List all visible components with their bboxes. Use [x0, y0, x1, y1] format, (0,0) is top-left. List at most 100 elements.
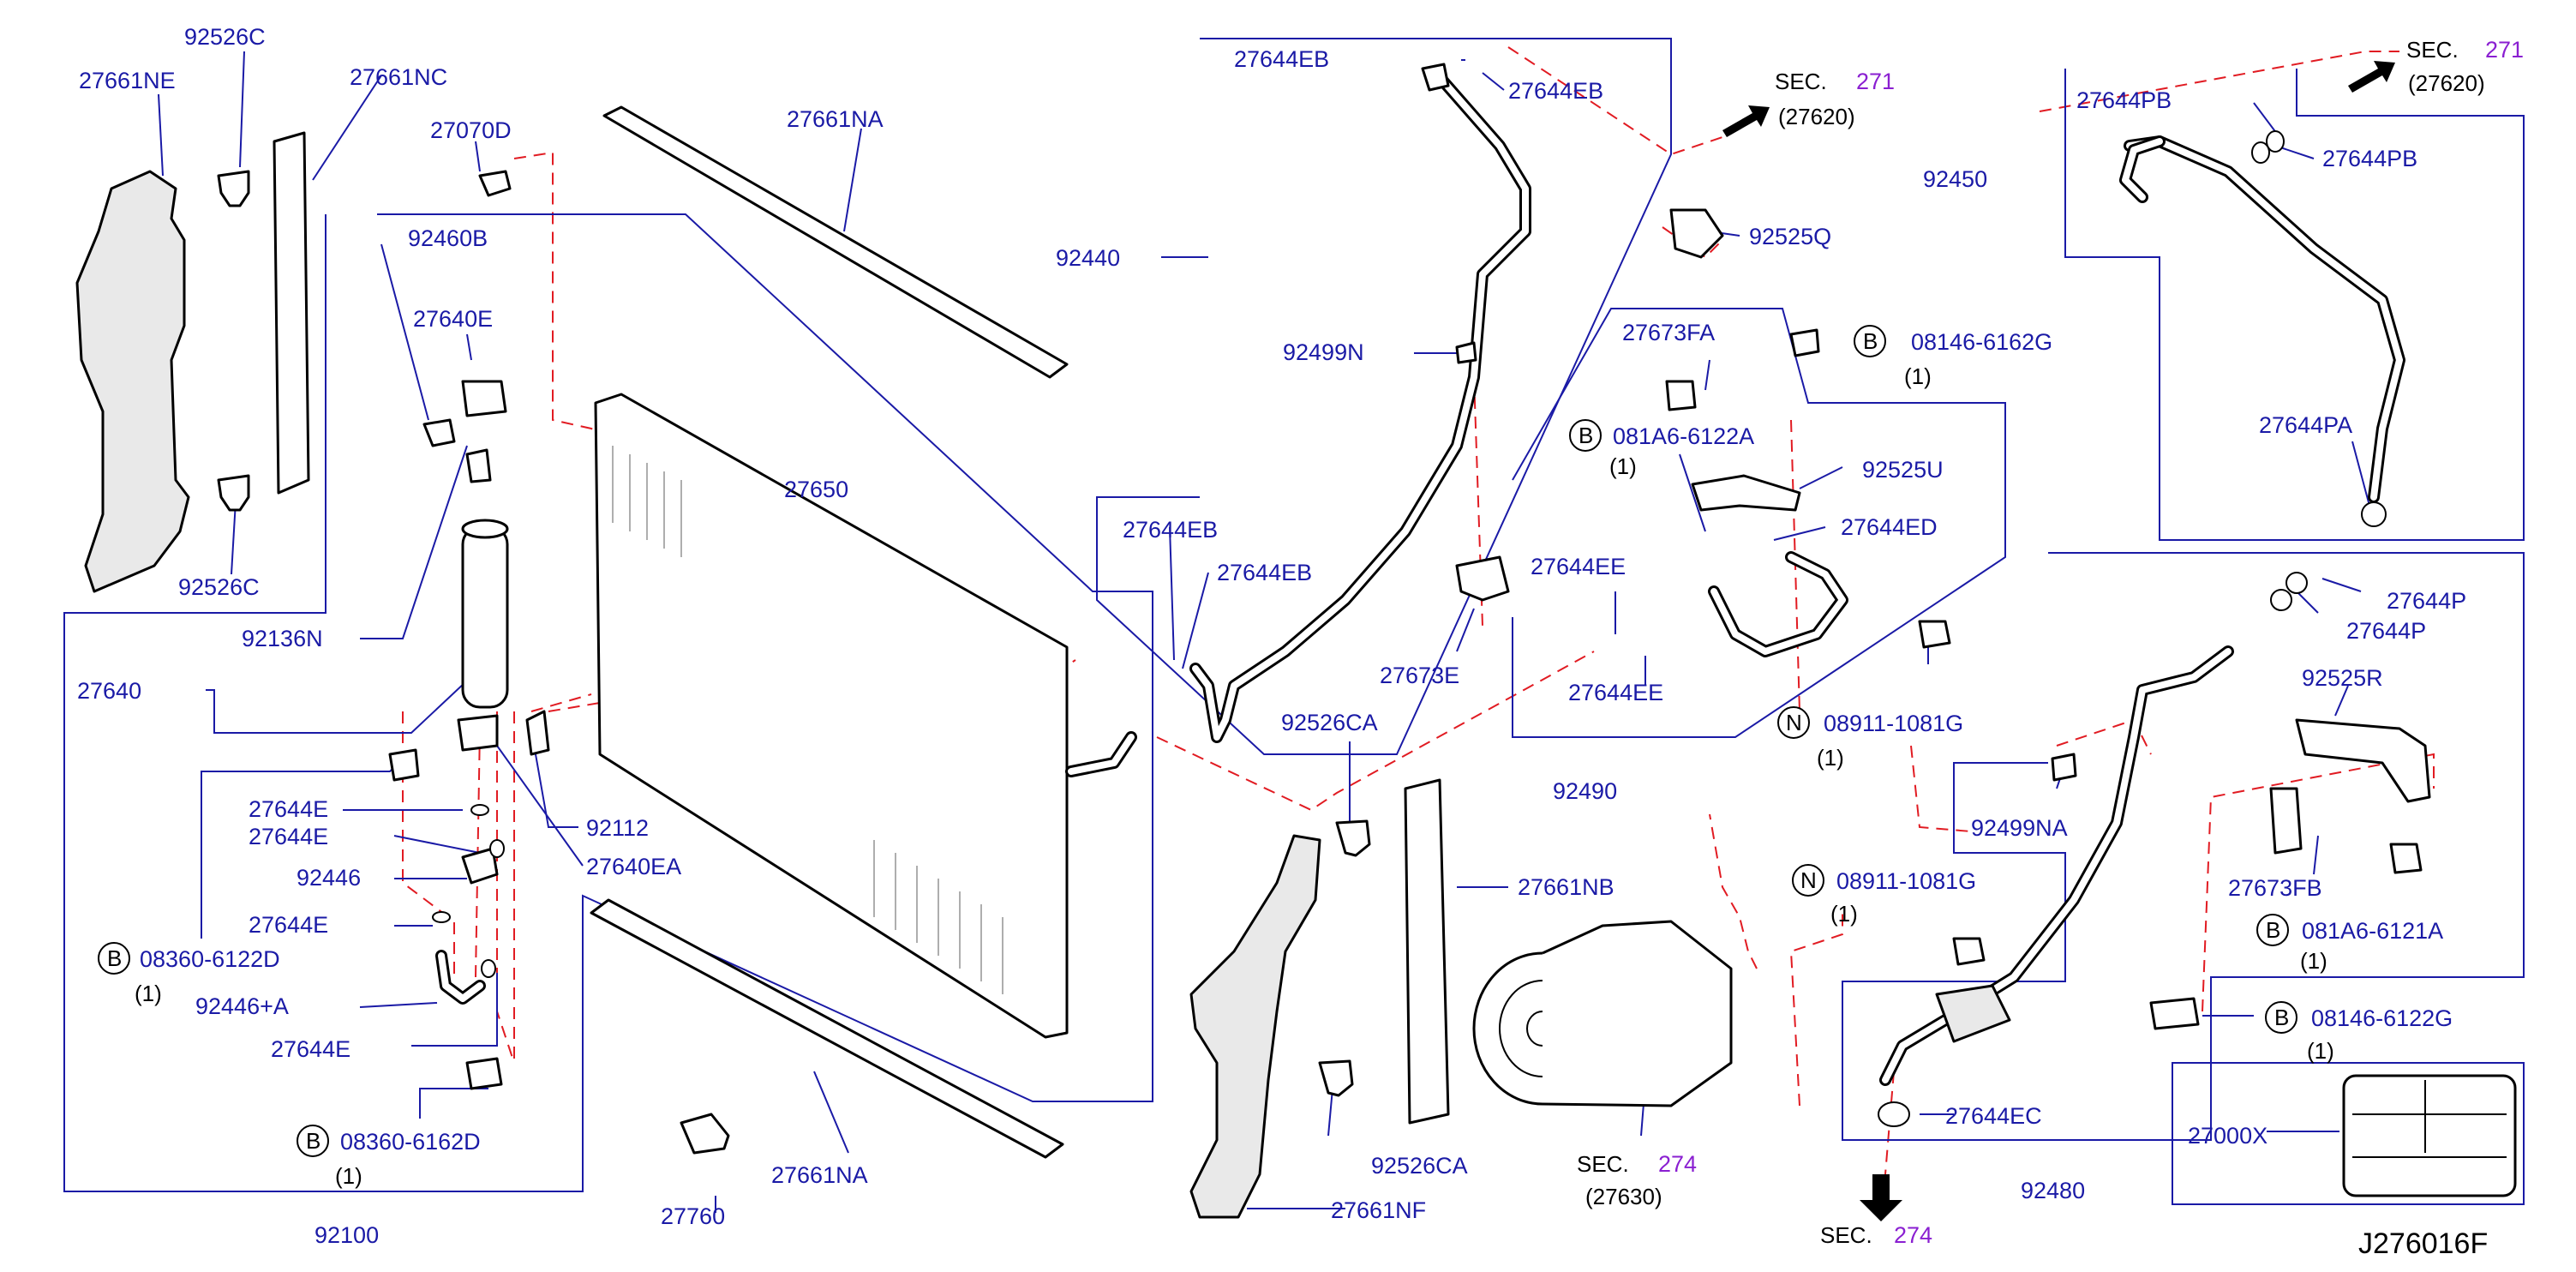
label-27661NB[interactable]: 27661NB [1518, 874, 1614, 900]
label-27673E[interactable]: 27673E [1380, 663, 1459, 688]
label-27000X[interactable]: 27000X [2188, 1123, 2267, 1149]
seal-27661NA-bot [590, 898, 1064, 1159]
label-27644E-1[interactable]: 27644E [249, 796, 328, 822]
marker-bolt-08146-6122G [2265, 1001, 2297, 1034]
label-92526CA-bot[interactable]: 92526CA [1371, 1153, 1468, 1179]
label-27661NA-top[interactable]: 27661NA [787, 106, 884, 132]
label-27644PA[interactable]: 27644PA [2259, 412, 2352, 438]
bolt-081A6-6121A [2389, 843, 2423, 874]
diagram-code: J276016F [2358, 1227, 2488, 1260]
label-27644P-2[interactable]: 27644P [2346, 618, 2426, 644]
o-ring-27644P-2 [2270, 589, 2292, 611]
marker-bolt-08146-6122G-letter: B [2274, 1005, 2289, 1030]
label-92480[interactable]: 92480 [2021, 1178, 2085, 1203]
nut-08911-1081G-2 [1952, 937, 1986, 966]
label-27644ED[interactable]: 27644ED [1841, 514, 1938, 540]
marker-nut-08911-1081G-1 [1777, 706, 1810, 739]
label-27644P-1[interactable]: 27644P [2387, 588, 2466, 614]
o-ring-27644PB-2 [2251, 141, 2270, 164]
label-27644EB-2[interactable]: 27644EB [1508, 78, 1603, 104]
marker-bolt-08360-6122D [98, 942, 130, 975]
drier-band-27640E [461, 380, 507, 417]
label-08911-1081G-2[interactable]: 08911-1081G [1836, 868, 1976, 894]
label-92526C-bot[interactable]: 92526C [178, 574, 260, 600]
marker-bolt-08146-6162G [1854, 325, 1886, 357]
clip-92526CA-bot [1318, 1059, 1354, 1097]
label-27644EE-1[interactable]: 27644EE [1531, 554, 1626, 579]
label-92526CA-top[interactable]: 92526CA [1281, 710, 1378, 735]
bolt-08146-6162G [1789, 328, 1820, 357]
label-27661NA-bot[interactable]: 27661NA [771, 1162, 868, 1188]
label-27650[interactable]: 27650 [784, 477, 848, 502]
air-guide-27661NF [1189, 834, 1321, 1219]
label-92440[interactable]: 92440 [1056, 245, 1120, 271]
label-92499N[interactable]: 92499N [1283, 339, 1364, 365]
label-92446-A[interactable]: 92446+A [195, 993, 289, 1019]
marker-bolt-081A6-6121A [2256, 914, 2289, 946]
sec-274-comp-ref: (27630) [1585, 1184, 1662, 1209]
label-92460B[interactable]: 92460B [408, 225, 488, 251]
label-27640EA[interactable]: 27640EA [586, 854, 681, 879]
label-08360-6122D[interactable]: 08360-6122D [140, 946, 280, 972]
label-27640E[interactable]: 27640E [413, 306, 493, 332]
marker-bolt-08146-6162G-letter: B [1863, 328, 1878, 354]
label-27644PB-1[interactable]: 27644PB [2076, 87, 2172, 113]
sec-274-bottom-number[interactable]: 274 [1894, 1222, 1932, 1248]
sec-271-number[interactable]: 271 [1856, 69, 1895, 94]
label-27644EB-1[interactable]: 27644EB [1234, 46, 1329, 72]
label-08146-6162G[interactable]: 08146-6162G [1911, 329, 2052, 355]
marker-nut-08911-1081G-1-letter: N [1786, 710, 1802, 735]
label-92525U[interactable]: 92525U [1862, 457, 1944, 483]
label-92526C-top[interactable]: 92526C [184, 24, 266, 50]
label-92490[interactable]: 92490 [1553, 778, 1617, 804]
o-ring-27644E-4 [481, 959, 496, 978]
sec-274-comp-number[interactable]: 274 [1658, 1151, 1697, 1177]
marker-bolt-08360-6162D [297, 1125, 329, 1157]
label-27644EE-2[interactable]: 27644EE [1568, 680, 1663, 705]
label-27644E-4[interactable]: 27644E [271, 1036, 350, 1062]
leader-lines [158, 51, 2370, 1213]
label-27644EB-4[interactable]: 27644EB [1217, 560, 1312, 585]
bolt-08360-6162D [465, 1057, 503, 1090]
air-guide-27661NE [75, 170, 190, 593]
label-92525Q[interactable]: 92525Q [1749, 224, 1831, 249]
label-92525R[interactable]: 92525R [2302, 665, 2383, 691]
marker-bolt-081A6-6122A [1569, 419, 1602, 452]
label-92112[interactable]: 92112 [586, 815, 649, 841]
clip-92526CA-top [1335, 819, 1371, 857]
label-08146-6122G[interactable]: 08146-6122G [2311, 1005, 2453, 1031]
label-27644E-2[interactable]: 27644E [249, 824, 328, 849]
label-92100[interactable]: 92100 [315, 1222, 379, 1248]
label-27760[interactable]: 27760 [661, 1203, 725, 1229]
drier-cap-92460B [465, 448, 492, 483]
o-ring-27644EC [1878, 1101, 1910, 1127]
label-27644EB-3[interactable]: 27644EB [1123, 517, 1218, 543]
label-92446[interactable]: 92446 [297, 865, 361, 891]
group-frames [63, 38, 2525, 1205]
o-ring-27644PB-1 [2266, 130, 2285, 153]
label-08360-6162D[interactable]: 08360-6162D [340, 1129, 481, 1155]
label-27661NE[interactable]: 27661NE [79, 68, 176, 93]
label-081A6-6121A[interactable]: 081A6-6121A [2302, 918, 2443, 944]
label-27673FB[interactable]: 27673FB [2228, 875, 2322, 901]
label-92499NA[interactable]: 92499NA [1971, 815, 2068, 841]
label-27070D[interactable]: 27070D [430, 117, 512, 143]
label-27640[interactable]: 27640 [77, 678, 141, 704]
bolt-08360-6122D [388, 748, 420, 782]
label-081A6-6122A[interactable]: 081A6-6122A [1613, 423, 1754, 449]
label-27644PB-2[interactable]: 27644PB [2322, 146, 2417, 171]
label-92450[interactable]: 92450 [1923, 166, 1987, 192]
sec-271-right-number[interactable]: 271 [2485, 37, 2524, 63]
label-27644EC[interactable]: 27644EC [1945, 1103, 2042, 1129]
label-27661NC[interactable]: 27661NC [350, 64, 447, 90]
bolt-08146-6122G [2149, 997, 2200, 1030]
label-08911-1081G-1[interactable]: 08911-1081G [1824, 711, 1963, 736]
clip-92526C-top [217, 170, 250, 207]
label-92136N[interactable]: 92136N [242, 626, 323, 651]
sec-274-bottom-prefix: SEC. [1820, 1222, 1872, 1248]
label-27661NF[interactable]: 27661NF [1331, 1197, 1426, 1223]
label-27673FA[interactable]: 27673FA [1622, 320, 1715, 345]
label-27644E-3[interactable]: 27644E [249, 912, 328, 938]
pipe-92440 [1189, 71, 1531, 743]
